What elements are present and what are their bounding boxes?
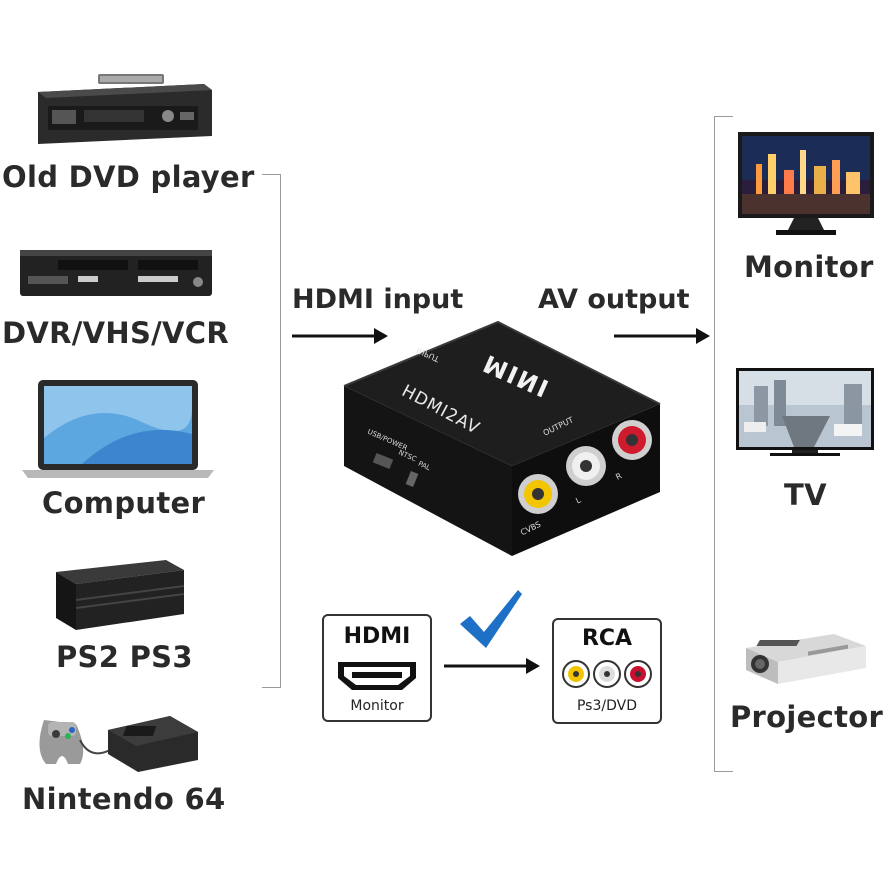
projector-image (746, 634, 866, 684)
left-device-label-computer: Computer (42, 486, 206, 520)
tv-image (736, 368, 874, 456)
nintendo-64-image (39, 716, 198, 772)
rca-plugs-icon (562, 660, 652, 688)
left-device-label-ps2-ps3: PS2 PS3 (56, 640, 193, 674)
hdmi-box-title: HDMI (343, 624, 411, 649)
av-output-label: AV output (538, 284, 690, 315)
left-device-label-nintendo-64: Nintendo 64 (22, 782, 226, 816)
monitor-image (738, 132, 874, 235)
rca-box-title: RCA (581, 626, 633, 651)
computer-image (22, 380, 214, 478)
right-device-label-tv: TV (784, 478, 827, 512)
old-dvd-player-image (38, 74, 212, 144)
hdmi-box-subtitle: Monitor (350, 698, 404, 714)
hdmi-input-label: HDMI input (292, 284, 464, 315)
dvr-vhs-vcr-image (20, 250, 212, 296)
right-group-bracket (714, 116, 733, 772)
rca-yellow-port (518, 474, 558, 514)
rca-box-subtitle: Ps3/DVD (576, 698, 637, 714)
hdmi-port-icon (338, 662, 416, 690)
rca-red-port (612, 420, 652, 460)
left-group-bracket (262, 174, 281, 688)
ps2-ps3-image (56, 560, 185, 630)
right-device-label-projector: Projector (730, 700, 884, 734)
right-device-label-monitor: Monitor (744, 250, 874, 284)
rca-white-port (566, 446, 606, 486)
left-device-label-dvr-vhs-vcr: DVR/VHS/VCR (2, 316, 229, 350)
output-arrow (614, 328, 710, 344)
rca-box: RCA Ps3/DVD (552, 618, 662, 724)
checkmark-icon (460, 590, 522, 648)
hdmi-to-rca-arrow (444, 658, 540, 674)
input-arrow (292, 328, 388, 344)
hdmi-box: HDMI Monitor (322, 614, 432, 722)
hdmi2av-converter-image (343, 320, 661, 556)
left-device-label-old-dvd-player: Old DVD player (2, 160, 255, 194)
